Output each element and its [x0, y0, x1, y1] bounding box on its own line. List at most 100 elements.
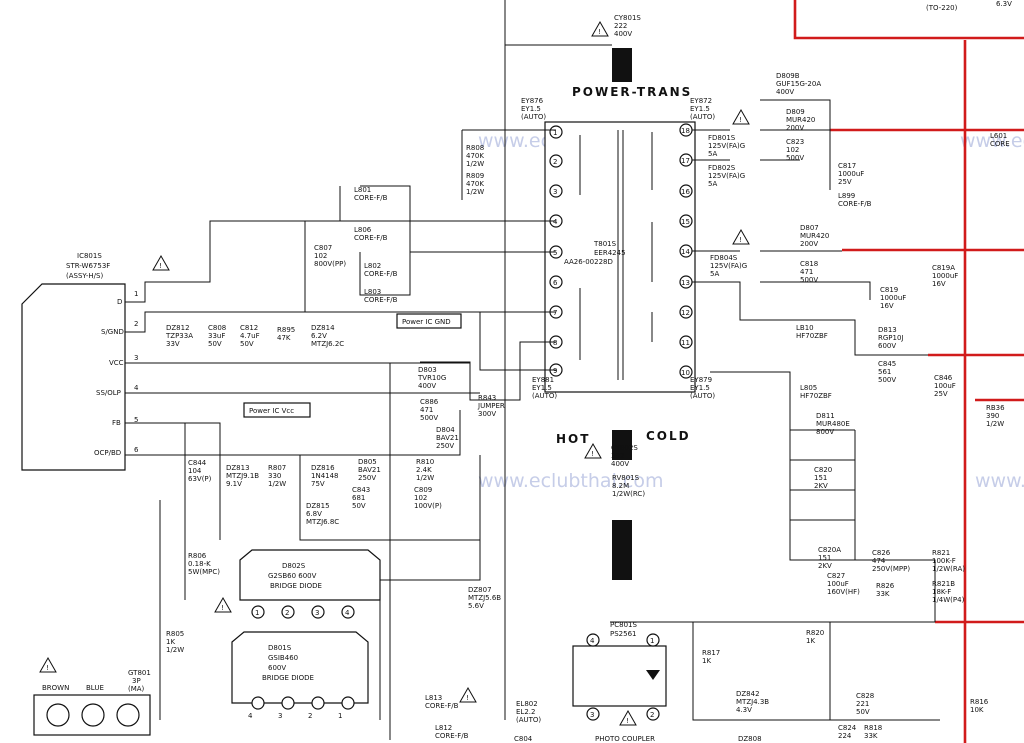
photo-coupler-footer: PHOTO COUPLER: [595, 735, 655, 743]
svg-text:6: 6: [134, 446, 139, 454]
svg-text:4: 4: [553, 218, 558, 226]
svg-text:1: 1: [338, 712, 342, 720]
svg-text:D801S: D801S: [268, 644, 292, 652]
svg-text:2: 2: [553, 158, 557, 166]
watermark-right-mid: www.eclubthai.com: [975, 470, 1024, 492]
svg-text:1: 1: [553, 129, 557, 137]
watermark-right-top: www.eclubthai.com: [960, 130, 1024, 152]
svg-text:8: 8: [553, 339, 557, 347]
warning-icon: !: [214, 596, 232, 613]
transformer-primary-pins: 1 2 3 4 5 6 7 8 9: [549, 125, 563, 377]
svg-text:BLUE: BLUE: [86, 684, 104, 692]
photo-coupler-pc801s: PC801S PS2561 4 3 1 2 PHOTO COUPLER: [572, 621, 667, 743]
svg-text:3: 3: [278, 712, 282, 720]
svg-text:13: 13: [681, 279, 690, 287]
svg-text:GT801: GT801: [128, 669, 151, 677]
svg-text:OCP/BD: OCP/BD: [94, 449, 121, 457]
ic-note: (ASSY-H/S): [66, 272, 103, 280]
svg-text:3: 3: [134, 354, 138, 362]
svg-text:4: 4: [590, 637, 595, 645]
red-supply-lines: [793, 0, 1024, 743]
svg-text:1: 1: [255, 609, 259, 617]
secondary-wiring: [610, 99, 940, 721]
svg-text:!: !: [159, 262, 162, 270]
svg-text:1: 1: [650, 637, 654, 645]
power-transformer: POWER-TRANS HOT COLD T801S EER4245 AA26-…: [544, 48, 696, 580]
connector-gt801: BROWN BLUE GT801 3P (MA): [33, 669, 151, 736]
transformer-secondary-pins: 18 17 16 15 14 13 12 11 10: [679, 123, 693, 379]
svg-text:(MA): (MA): [128, 685, 145, 693]
primary-wiring: [159, 0, 612, 740]
svg-text:5: 5: [553, 249, 557, 257]
svg-text:GSIB460: GSIB460: [268, 654, 298, 662]
svg-text:4: 4: [134, 384, 139, 392]
component-c804: C804: [514, 735, 533, 743]
svg-text:16: 16: [681, 188, 690, 196]
svg-text:600V: 600V: [268, 664, 286, 672]
t801s-core: EER4245: [594, 249, 626, 257]
warning-icon-group: ! ! ! ! ! ! ! ! !: [39, 20, 750, 726]
bridge-diode-d802s: D802S G2SB60 600V BRIDGE DIODE 1 2 3 4: [239, 549, 381, 619]
svg-text:BRIDGE DIODE: BRIDGE DIODE: [262, 674, 314, 682]
svg-text:SS/OLP: SS/OLP: [96, 389, 121, 397]
hot-label: HOT: [556, 432, 590, 446]
svg-text:D: D: [117, 298, 122, 306]
svg-text:BROWN: BROWN: [42, 684, 69, 692]
svg-text:4: 4: [345, 609, 350, 617]
svg-text:VCC: VCC: [109, 359, 124, 367]
svg-text:!: !: [46, 664, 49, 672]
power-ic-gnd-box: [396, 313, 462, 329]
svg-text:3: 3: [553, 188, 557, 196]
power-ic-gnd-note: Power IC GND: [402, 318, 451, 326]
warning-icon: !: [39, 656, 57, 673]
top-right-package: (TO-220): [926, 4, 958, 12]
warning-icon: !: [732, 108, 750, 125]
svg-text:!: !: [591, 450, 594, 458]
svg-text:4: 4: [248, 712, 253, 720]
